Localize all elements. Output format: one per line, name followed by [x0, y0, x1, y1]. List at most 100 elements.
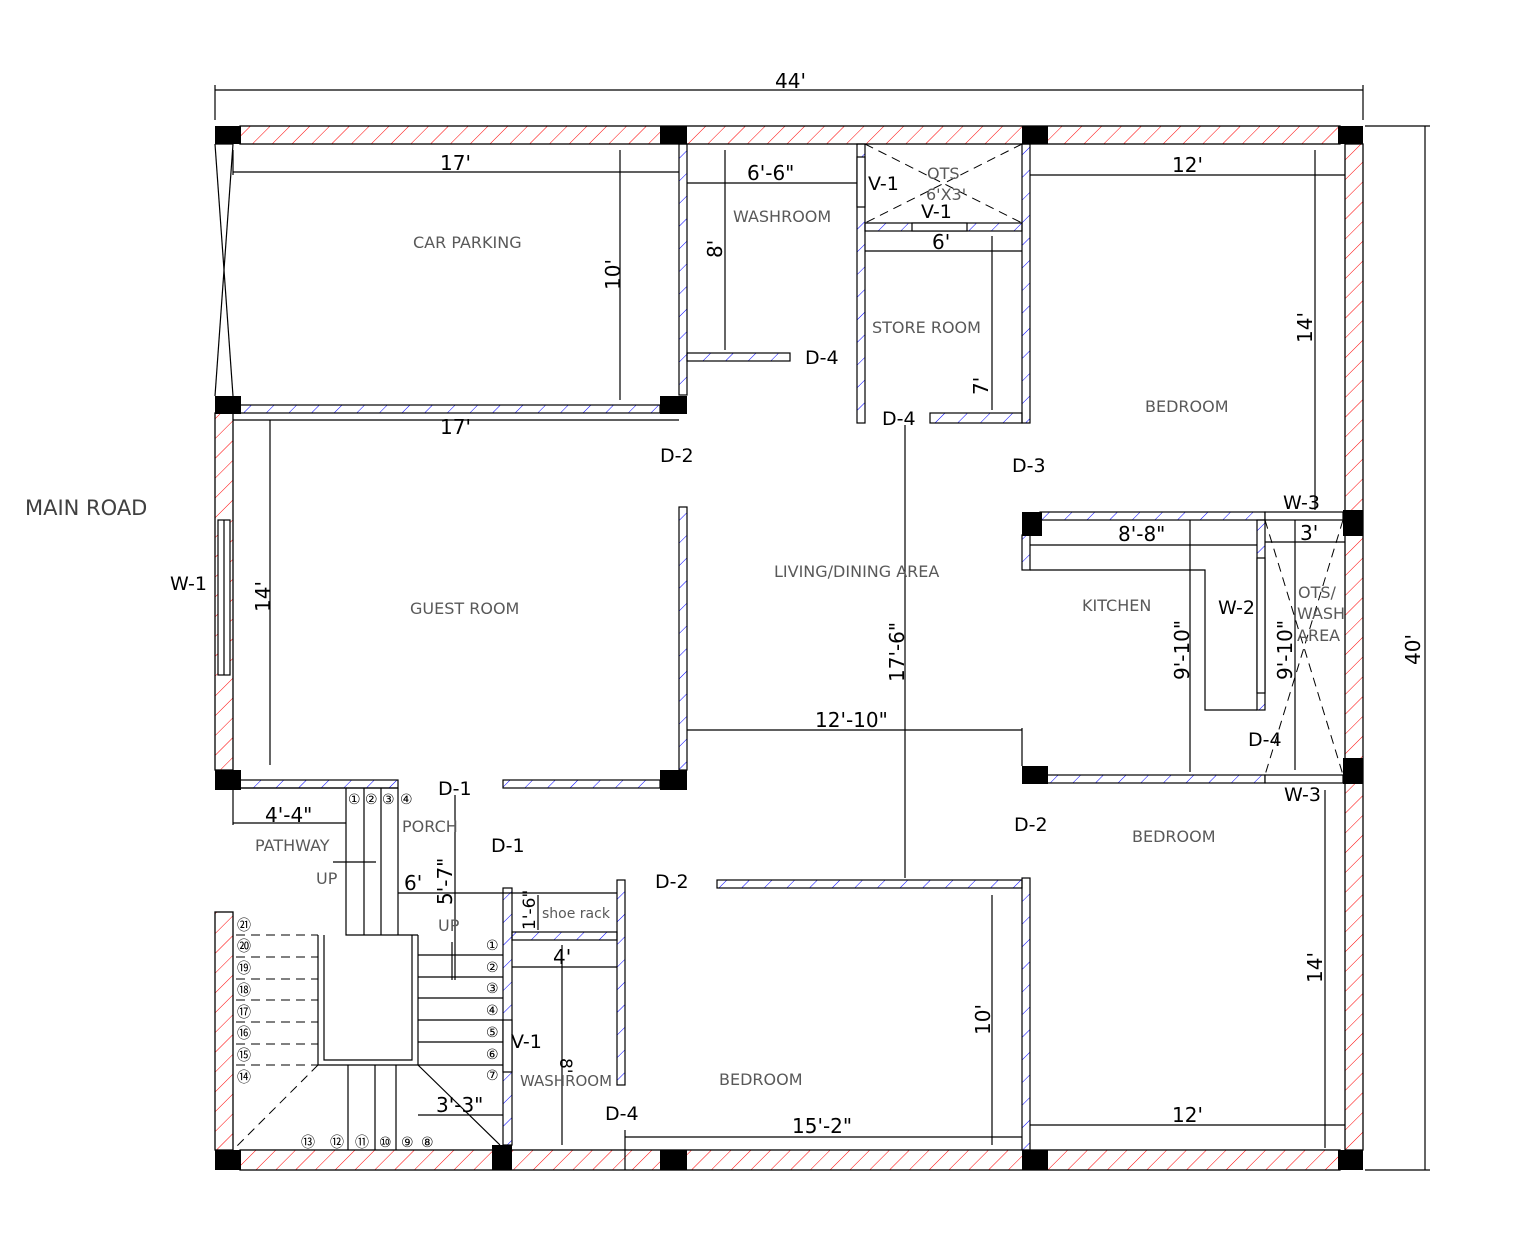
dimensions-bed-br-d: 14' — [1303, 952, 1327, 983]
staircase — [235, 787, 503, 1150]
stair-numbers: ① ② ③ ④ ① ② ③ ④ ⑤ ⑥ ⑦ ⑧ ⑨ ⑩ ⑪ ⑫ ⑬ ⑭ ⑮ ⑯ … — [237, 792, 499, 1151]
room-car-parking: CAR PARKING — [413, 233, 522, 252]
windows — [217, 156, 1344, 1073]
room-store: STORE ROOM — [872, 318, 981, 337]
room-labels: CAR PARKING WASHROOM OTS 6'X3' STORE ROO… — [255, 164, 1345, 1090]
stairs-flight-1-6: ⑦ — [486, 1068, 499, 1084]
dimensions-store-w: 6' — [932, 230, 950, 254]
dimensions-porch-w: 6' — [404, 871, 422, 895]
parking-gate — [214, 143, 234, 397]
room-porch: PORCH — [402, 817, 458, 836]
room-bedroom-bottom-right: BEDROOM — [1132, 827, 1216, 846]
columns — [215, 126, 1363, 1170]
tag-d2: D-2 — [1014, 814, 1048, 836]
dimensions-pathway-w: 4'-4" — [265, 803, 312, 827]
dimensions-bed-b-d: 10' — [971, 1004, 995, 1035]
stairs-flight-3-5: ⑲ — [237, 961, 251, 977]
stairs-flight-2-5: ⑬ — [301, 1135, 315, 1151]
stairs-flight-3-7: ㉑ — [237, 918, 251, 934]
room-washroom-bottom: WASHROOM — [520, 1072, 612, 1090]
room-bedroom-top-right: BEDROOM — [1145, 397, 1229, 416]
dimensions-wash-b-w: 4' — [553, 945, 571, 969]
stairs-flight-1-0: ① — [486, 938, 499, 954]
stairs-flight-3-2: ⑯ — [237, 1026, 251, 1042]
room-ots-top-size: 6'X3' — [926, 185, 966, 204]
dimensions-wash-b-d: 8' — [555, 1058, 575, 1074]
tag-d1: D-1 — [491, 835, 525, 857]
room-living-dining: LIVING/DINING AREA — [774, 562, 939, 581]
stairs-porch-steps-3: ④ — [400, 792, 413, 808]
dimensions-bed-tr-d: 14' — [1293, 312, 1317, 343]
stairs-flight-2-2: ⑩ — [379, 1135, 392, 1151]
stairs-flight-3-6: ⑳ — [237, 939, 251, 955]
room-ots-top: OTS — [927, 164, 960, 183]
dimensions-kitchen-w: 8'-8" — [1118, 522, 1165, 546]
room-ots-wash-1: OTS/ — [1298, 583, 1337, 602]
stairs-flight-1-1: ② — [486, 960, 499, 976]
tag-v1: V-1 — [868, 173, 899, 195]
room-ots-wash-2: WASH — [1297, 604, 1345, 623]
overall-dimensions: 44' 40' — [214, 69, 1430, 1171]
tag-d4: D-4 — [882, 408, 916, 430]
tag-w3: W-3 — [1284, 784, 1321, 806]
stairs-flight-1-3: ④ — [486, 1003, 499, 1019]
overall-depth-label: 40' — [1401, 634, 1425, 665]
dimensions-landing: 3'-3" — [436, 1093, 483, 1117]
tag-d1: D-1 — [438, 778, 472, 800]
room-washroom-top: WASHROOM — [733, 207, 831, 226]
tag-d2: D-2 — [660, 445, 694, 467]
dimensions-guest-w: 17' — [440, 415, 471, 439]
stairs-flight-1-4: ⑤ — [486, 1025, 499, 1041]
tag-d4: D-4 — [1248, 729, 1282, 751]
stairs-flight-3-1: ⑮ — [237, 1048, 251, 1064]
dimensions-wash-d: 8' — [703, 240, 727, 258]
tag-d4: D-4 — [605, 1103, 639, 1125]
room-guest: GUEST ROOM — [410, 599, 519, 618]
dimensions-living-w: 12'-10" — [815, 708, 888, 732]
tag-w2: W-2 — [1218, 597, 1255, 619]
room-pathway: PATHWAY — [255, 836, 330, 855]
room-shoe-rack: shoe rack — [542, 906, 611, 922]
stairs-flight-2-0: ⑧ — [421, 1135, 434, 1151]
stairs-flight-3-3: ⑰ — [237, 1005, 251, 1021]
dimensions-porch-d: 5'-7" — [433, 858, 457, 905]
room-bedroom-bottom: BEDROOM — [719, 1070, 803, 1089]
stairs-flight-2-1: ⑨ — [401, 1135, 414, 1151]
tag-d2: D-2 — [655, 871, 689, 893]
stairs-porch-steps-2: ③ — [382, 792, 395, 808]
kitchen-counter-l — [1030, 569, 1257, 711]
tag-v1: V-1 — [511, 1031, 542, 1053]
interior-walls — [239, 143, 1266, 1151]
dimensions-shoe-d: 1'-6" — [520, 890, 540, 930]
dimensions-ots-w: 3' — [1300, 521, 1318, 545]
stairs-flight-2-3: ⑪ — [355, 1135, 369, 1151]
dimensions-ots-d: 9'-10" — [1273, 620, 1297, 680]
stair-up-a: UP — [316, 869, 338, 888]
room-ots-wash-3: AREA — [1297, 626, 1340, 645]
tag-d4: D-4 — [805, 347, 839, 369]
dimension-lines — [232, 150, 1345, 1170]
dimensions-living-d: 17'-6" — [885, 622, 909, 682]
stairs-flight-3-4: ⑱ — [237, 983, 251, 999]
tag-d3: D-3 — [1012, 455, 1046, 477]
tag-w1: W-1 — [170, 573, 207, 595]
stairs-flight-2-4: ⑫ — [330, 1135, 344, 1151]
opening-tags: V-1 V-1 V-1 D-4 D-4 D-4 D-4 D-2 D-2 D-2 … — [170, 173, 1321, 1125]
dimensions-store-d: 7' — [969, 377, 993, 395]
dimensions-wash-w: 6'-6" — [747, 161, 794, 185]
dimensions-guest-d: 14' — [251, 581, 275, 612]
stairs-flight-1-5: ⑥ — [486, 1047, 499, 1063]
main-road-label: MAIN ROAD — [25, 496, 147, 520]
stairs-flight-1-2: ③ — [486, 981, 499, 997]
stairs-flight-3-0: ⑭ — [237, 1070, 251, 1086]
dimension-labels: 17' 10' 6'-6" 8' 6' 7' 12' 14' 17' 14' 1… — [251, 151, 1327, 1138]
tag-w3: W-3 — [1283, 492, 1320, 514]
dimensions-car-d: 10' — [601, 259, 625, 290]
dimensions-car-w: 17' — [440, 151, 471, 175]
tag-v1: V-1 — [921, 201, 952, 223]
stairs-porch-steps-0: ① — [348, 792, 361, 808]
overall-width-label: 44' — [775, 69, 806, 93]
dimensions-bed-tr-w: 12' — [1172, 153, 1203, 177]
dimensions-kitchen-d: 9'-10" — [1170, 620, 1194, 680]
